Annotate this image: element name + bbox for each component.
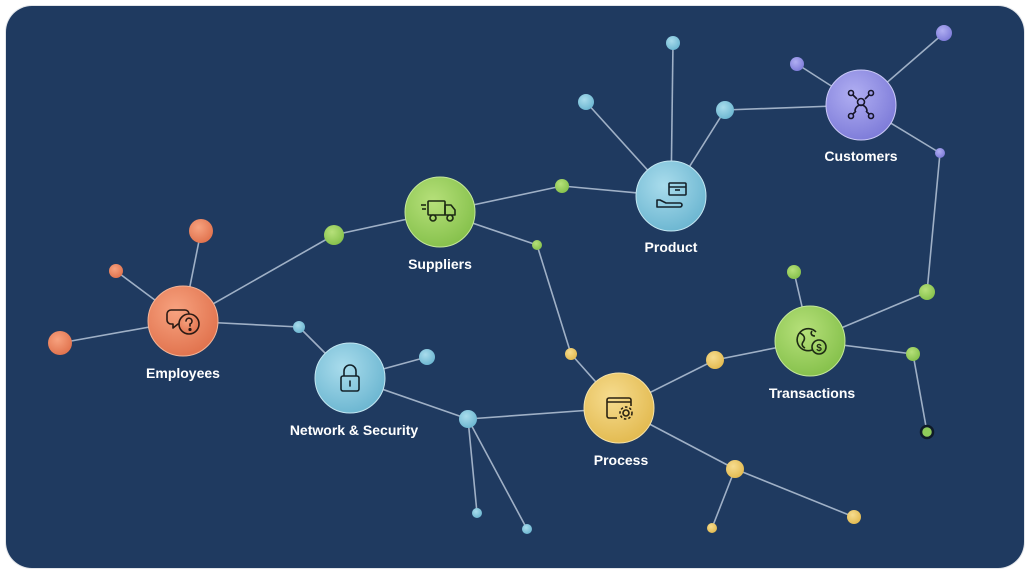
connector-lines xyxy=(59,32,945,530)
truck-icon xyxy=(421,200,456,222)
hub-label-product: Product xyxy=(645,239,698,255)
hub-transactions[interactable]: $ Transactions xyxy=(769,305,856,401)
hub-customers[interactable]: Customers xyxy=(824,69,898,164)
satellite-nodes xyxy=(48,25,952,534)
product-box-icon xyxy=(656,182,687,208)
hub-network-security[interactable]: Network & Security xyxy=(290,342,419,438)
hub-process[interactable]: Process xyxy=(583,372,655,468)
diagram-canvas: Employees Suppliers Product xyxy=(6,6,1024,568)
network-diagram: Employees Suppliers Product xyxy=(48,25,952,534)
hub-label-customers: Customers xyxy=(824,148,897,164)
hub-label-process: Process xyxy=(594,452,649,468)
hub-suppliers[interactable]: Suppliers xyxy=(404,176,476,272)
process-gear-icon xyxy=(606,397,633,420)
globe-dollar-icon: $ xyxy=(796,327,827,355)
chat-question-icon xyxy=(166,309,200,335)
hub-product[interactable]: Product xyxy=(635,160,707,255)
hub-employees[interactable]: Employees xyxy=(146,285,220,381)
hub-label-transactions: Transactions xyxy=(769,385,856,401)
lock-icon xyxy=(340,364,360,392)
svg-text:$: $ xyxy=(816,343,822,354)
hub-label-network-security: Network & Security xyxy=(290,422,419,438)
hub-label-suppliers: Suppliers xyxy=(408,256,472,272)
hub-label-employees: Employees xyxy=(146,365,220,381)
network-people-icon xyxy=(847,89,875,120)
